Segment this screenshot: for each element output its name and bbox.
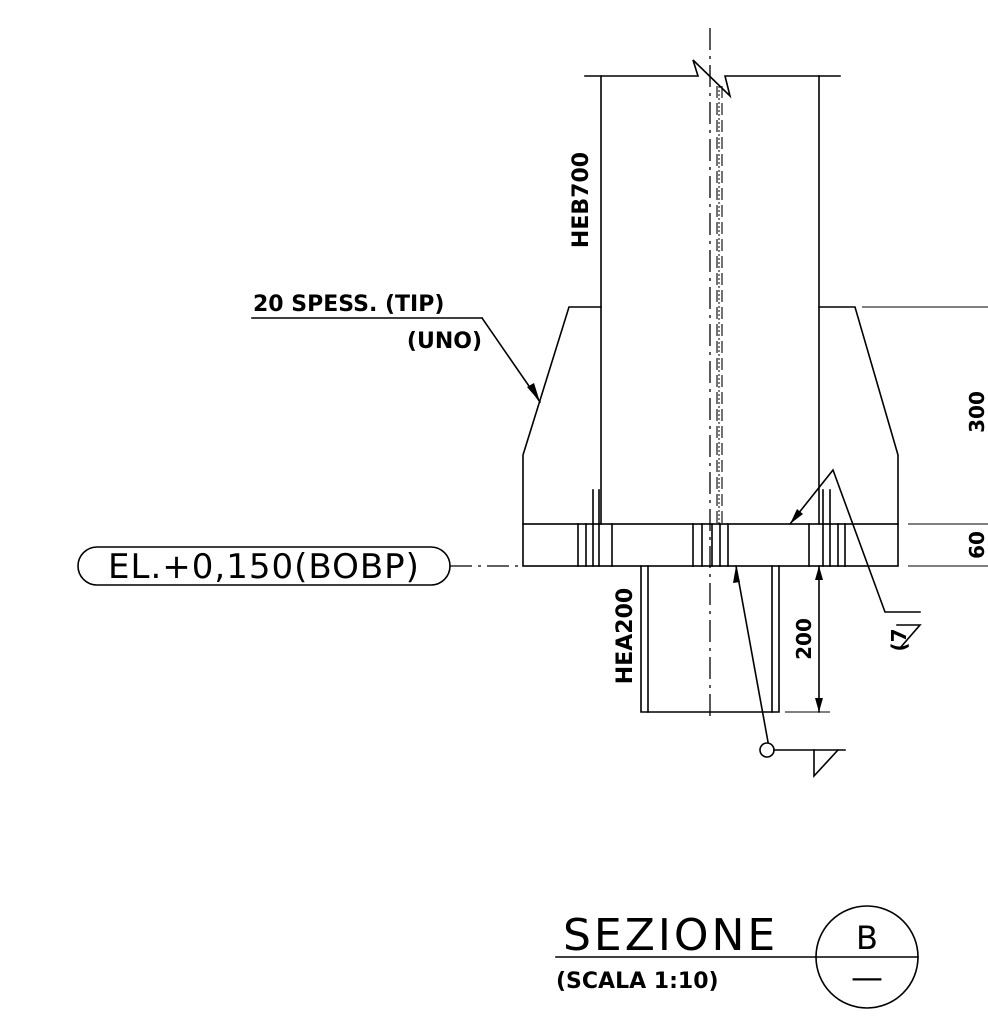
- lower-profile-label: HEA200: [613, 588, 638, 684]
- section-title-block: SEZIONE (SCALA 1:10) B —: [555, 905, 919, 1009]
- elevation-tag-text: EL.+0,150(BOBP): [108, 547, 420, 587]
- column-break-line: [584, 59, 841, 99]
- section-title: SEZIONE: [563, 910, 778, 961]
- dim-200-text: 200: [792, 618, 816, 660]
- heb700-column: [584, 59, 841, 525]
- weld-spec-line2: (UNO): [407, 329, 482, 354]
- weld-spec-callout: 20 SPESS. (TIP) (UNO): [251, 292, 542, 404]
- bottom-weld-symbol: [733, 565, 846, 779]
- section-letter: B: [856, 919, 878, 957]
- hea200-member: [640, 565, 780, 713]
- column-profile-label: HEB700: [569, 152, 594, 248]
- base-plate: [522, 489, 899, 567]
- right-stiffener: [818, 306, 899, 525]
- section-scale: (SCALA 1:10): [556, 969, 719, 994]
- left-stiffener: [522, 306, 602, 525]
- dimension-chain-right: 300 60: [862, 306, 988, 567]
- section-sheet-ref: —: [851, 958, 883, 996]
- weld-spec-line1: 20 SPESS. (TIP): [253, 292, 444, 317]
- dimension-200: 200: [782, 565, 830, 713]
- elevation-tag: EL.+0,150(BOBP): [77, 546, 523, 587]
- right-weld-leader: (7: [788, 468, 922, 652]
- dim-60-text: 60: [965, 531, 988, 559]
- dim-300-text: 300: [965, 391, 988, 433]
- right-weld-callout-text: (7: [887, 628, 911, 651]
